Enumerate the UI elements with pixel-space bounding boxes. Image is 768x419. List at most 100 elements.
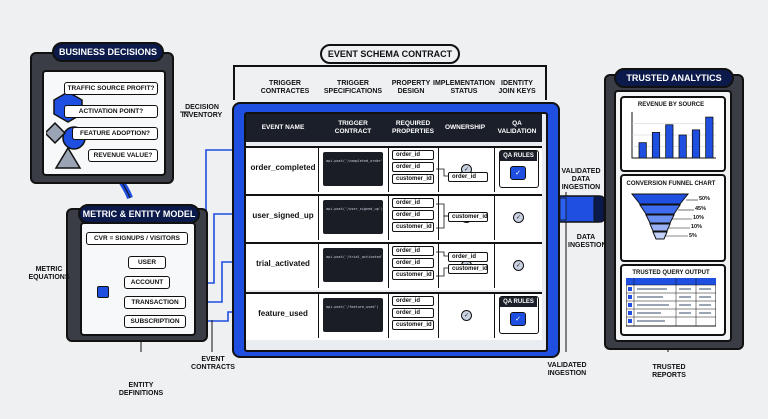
header-ownership: OWNERSHIP: [444, 124, 486, 131]
event-name: order_completed: [250, 163, 316, 172]
qa-check-icon: ✓: [510, 166, 526, 180]
revenue-bar: [638, 142, 647, 159]
identity-join-key: customer_id: [448, 264, 488, 274]
event-name: feature_used: [258, 309, 308, 318]
caption-implementation-status: IMPLEMENTATION STATUS: [433, 80, 495, 95]
funnel-label-3: 10%: [693, 215, 705, 221]
required-property: customer_id: [392, 174, 434, 184]
entity-definitions-label: ENTITY DEFINITIONS: [118, 382, 164, 397]
column-divider: [388, 146, 389, 192]
required-property: order_id: [392, 258, 434, 268]
contract-table-header: [246, 114, 542, 142]
header-required-properties: REQUIRED PROPERTIES: [392, 120, 434, 135]
required-property: order_id: [392, 246, 434, 256]
column-divider: [388, 194, 389, 240]
required-property: order_id: [392, 162, 434, 172]
revenue-bar: [678, 134, 687, 159]
qa-check-icon: ✓: [513, 260, 524, 271]
trigger-code-snippet: api.post('/trial_activated'): [323, 248, 383, 282]
required-property: order_id: [392, 150, 434, 160]
revenue-chart-axis: [631, 112, 716, 159]
trigger-code-snippet: api.post('/feature_used'): [323, 298, 383, 332]
entity-user[interactable]: USER: [128, 256, 166, 269]
revenue-bar: [651, 132, 661, 159]
question-activation-point[interactable]: ACTIVATION POINT?: [64, 105, 158, 118]
caption-trigger-specifications: TRIGGER SPECIFICATIONS: [323, 80, 383, 95]
identity-join-key: order_id: [448, 172, 488, 182]
contract-title: EVENT SCHEMA CONTRACT: [320, 44, 460, 64]
revenue-chart-title: REVENUE BY SOURCE: [637, 102, 705, 108]
cvr-formula: CVR = SIGNUPS / VISITORS: [86, 232, 188, 245]
caption-property-design: PROPERTY DESIGN: [391, 80, 431, 95]
column-divider: [494, 194, 495, 240]
column-divider: [318, 242, 319, 288]
question-feature-adoption[interactable]: FEATURE ADOPTION?: [72, 127, 158, 140]
decision-inventory-label: DECISION INVENTORY: [181, 104, 223, 119]
required-property: customer_id: [392, 320, 434, 330]
column-divider: [318, 146, 319, 192]
trusted-reports-label: TRUSTED REPORTS: [652, 364, 686, 379]
trigger-code-snippet: api.post('/completed_order'): [323, 152, 383, 186]
funnel-label-4: 10%: [691, 224, 703, 230]
query-output-title: TRUSTED QUERY OUTPUT: [632, 270, 710, 276]
trigger-code-snippet: api.post('/user_signed_up'): [323, 200, 383, 234]
column-divider: [494, 146, 495, 192]
column-divider: [388, 242, 389, 288]
revenue-bar: [691, 129, 701, 159]
event-contracts-label: EVENT CONTRACTS: [191, 356, 235, 371]
entity-account[interactable]: ACCOUNT: [124, 276, 170, 289]
business-decisions-title: BUSINESS DECISIONS: [52, 42, 164, 62]
qa-check-icon: ✓: [513, 212, 524, 223]
validated-ingestion-label: VALIDATED INGESTION: [547, 362, 587, 377]
required-property: customer_id: [392, 270, 434, 280]
column-divider: [438, 242, 439, 288]
question-traffic-source[interactable]: TRAFFIC SOURCE PROFIT?: [64, 82, 158, 95]
metric-model-title: METRIC & ENTITY MODEL: [78, 204, 200, 224]
required-property: order_id: [392, 308, 434, 318]
qa-rules-label: QA RULES: [500, 151, 537, 161]
required-property: order_id: [392, 198, 434, 208]
funnel-label-2: 45%: [695, 206, 707, 212]
event-name: trial_activated: [256, 259, 310, 268]
column-divider: [388, 292, 389, 338]
caption-identity-join-keys: IDENTITY JOIN KEYS: [498, 80, 536, 95]
qa-check-icon: ✓: [510, 312, 526, 326]
header-qa-validation: QA VALIDATION: [497, 120, 537, 135]
contract-bracket: [233, 65, 547, 100]
revenue-bar-chart: [631, 112, 716, 159]
equation-node-icon: [97, 286, 109, 298]
revenue-bar: [705, 116, 714, 159]
header-trigger-contract: TRIGGER CONTRACT: [334, 120, 372, 135]
funnel-chart-title: CONVERSION FUNNEL CHART: [626, 181, 716, 187]
column-divider: [318, 292, 319, 338]
event-name: user_signed_up: [252, 211, 314, 220]
data-ingestion-label: DATA INGESTION: [568, 234, 607, 249]
caption-trigger-contractes: TRIGGER CONTRACTES: [260, 80, 310, 95]
revenue-bar: [665, 124, 674, 159]
required-property: customer_id: [392, 222, 434, 232]
qa-rules-label: QA RULES: [500, 297, 537, 307]
column-divider: [494, 242, 495, 288]
column-divider: [438, 194, 439, 240]
conversion-funnel-chart: [630, 193, 698, 240]
analytics-title: TRUSTED ANALYTICS: [614, 68, 734, 88]
column-divider: [318, 194, 319, 240]
query-output-table: [626, 278, 716, 327]
required-property: order_id: [392, 210, 434, 220]
required-property: order_id: [392, 296, 434, 306]
entity-subscription[interactable]: SUBSCRIPTION: [124, 315, 186, 328]
header-event-name: EVENT NAME: [261, 124, 305, 131]
question-revenue-value[interactable]: REVENUE VALUE?: [88, 149, 158, 162]
metric-equations-label: METRIC EQUATIONS: [28, 266, 70, 281]
ownership-check-icon: ✓: [461, 310, 472, 321]
column-divider: [438, 292, 439, 338]
identity-join-key: customer_id: [448, 212, 488, 222]
funnel-label-1: 50%: [699, 196, 711, 202]
validated-data-ingestion-label: VALIDATED DATA INGESTION: [561, 168, 601, 191]
identity-join-key: order_id: [448, 252, 488, 262]
column-divider: [494, 292, 495, 338]
entity-transaction[interactable]: TRANSACTION: [124, 296, 186, 309]
funnel-label-5: 5%: [689, 233, 697, 239]
